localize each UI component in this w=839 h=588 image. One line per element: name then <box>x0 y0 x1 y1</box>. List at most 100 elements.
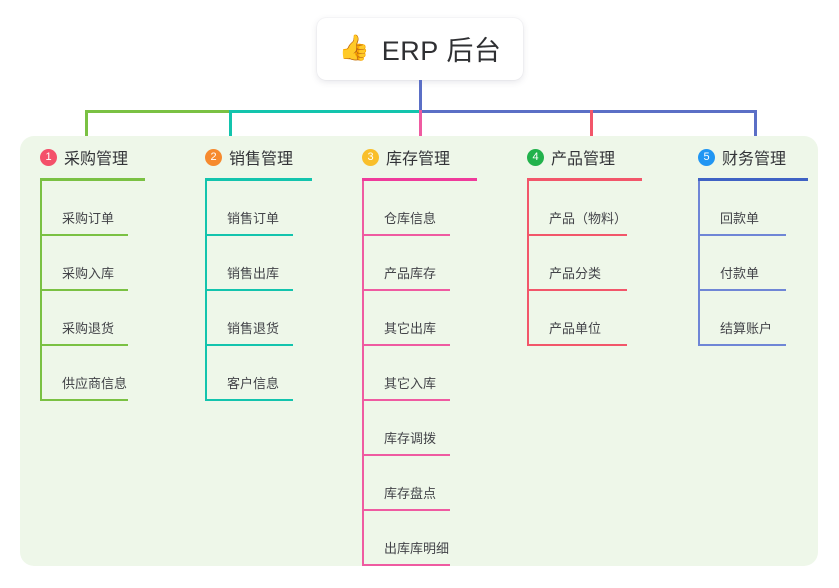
branch-item[interactable]: 产品库存 <box>362 236 477 291</box>
branch-header-1[interactable]: 1 采购管理 <box>40 145 145 169</box>
branch-item[interactable]: 采购退货 <box>40 291 145 346</box>
branch-item-rule <box>40 289 128 291</box>
branch-item-rule <box>698 344 786 346</box>
branch-number-badge: 1 <box>40 148 57 166</box>
branch-number-badge: 2 <box>205 148 222 166</box>
branch-item-rule <box>205 289 293 291</box>
branch-item[interactable]: 产品分类 <box>527 236 642 291</box>
branch-header-rule <box>698 178 808 181</box>
branch-item-rule <box>362 234 450 236</box>
branch-item[interactable]: 库存调拨 <box>362 401 477 456</box>
branch-item-label: 产品（物料） <box>549 211 628 226</box>
branch-item-label: 结算账户 <box>720 321 773 336</box>
branch-item-label: 库存盘点 <box>384 486 437 501</box>
branch-item[interactable]: 回款单 <box>698 181 808 236</box>
branch-item[interactable]: 仓库信息 <box>362 181 477 236</box>
branch-item[interactable]: 销售出库 <box>205 236 312 291</box>
branch-item-label: 客户信息 <box>227 376 280 391</box>
branch-item-label: 采购入库 <box>62 266 115 281</box>
branch-item-rule <box>205 399 293 401</box>
branch-item-rule <box>527 344 627 346</box>
branch-item[interactable]: 销售订单 <box>205 181 312 236</box>
branch-item-label: 产品库存 <box>384 266 437 281</box>
connector-root-stem <box>419 80 422 111</box>
branch-item[interactable]: 其它出库 <box>362 291 477 346</box>
branch-item-label: 产品单位 <box>549 321 602 336</box>
branch-item[interactable]: 供应商信息 <box>40 346 145 401</box>
branch-item-label: 销售订单 <box>227 211 280 226</box>
branch-item[interactable]: 库存盘点 <box>362 456 477 511</box>
branch-item-label: 采购订单 <box>62 211 115 226</box>
branch-spine <box>527 181 529 346</box>
branch-spine <box>698 181 700 346</box>
branch-item[interactable]: 采购入库 <box>40 236 145 291</box>
branch-title: 库存管理 <box>386 151 451 168</box>
branch-item-rule <box>362 509 450 511</box>
branch-item-label: 回款单 <box>720 211 760 226</box>
connector-bus-blue <box>419 110 757 113</box>
connector-drop-5 <box>754 110 757 140</box>
branch-item-label: 付款单 <box>720 266 760 281</box>
connector-drop-4 <box>590 110 593 140</box>
branch-item-list: 采购订单采购入库采购退货供应商信息 <box>40 181 145 401</box>
branch-item-rule <box>362 564 450 566</box>
branch-item-rule <box>698 289 786 291</box>
branch-item-list: 回款单付款单结算账户 <box>698 181 808 346</box>
branch-item-rule <box>527 234 627 236</box>
branch-item-label: 其它入库 <box>384 376 437 391</box>
branch-item[interactable]: 销售退货 <box>205 291 312 346</box>
branch-item-rule <box>40 399 128 401</box>
branch-spine <box>205 181 207 401</box>
branch-item[interactable]: 出库库明细 <box>362 511 477 566</box>
branch-item-rule <box>362 344 450 346</box>
branch-item-rule <box>205 234 293 236</box>
branch-number-badge: 4 <box>527 148 544 166</box>
branch-spine <box>40 181 42 401</box>
branch-title: 采购管理 <box>64 151 129 168</box>
root-node[interactable]: 👍 ERP 后台 <box>317 18 523 80</box>
branch-item[interactable]: 采购订单 <box>40 181 145 236</box>
branch-item-list: 仓库信息产品库存其它出库其它入库库存调拨库存盘点出库库明细 <box>362 181 477 566</box>
connector-drop-3 <box>419 110 422 140</box>
connector-drop-2 <box>229 110 232 140</box>
branch-item[interactable]: 产品单位 <box>527 291 642 346</box>
branch-item-label: 销售退货 <box>227 321 280 336</box>
branch-item-label: 其它出库 <box>384 321 437 336</box>
connector-drop-1 <box>85 110 88 140</box>
branch-item-label: 库存调拨 <box>384 431 437 446</box>
branch-item-label: 销售出库 <box>227 266 280 281</box>
branch-item-label: 产品分类 <box>549 266 602 281</box>
branch-number-badge: 5 <box>698 148 715 166</box>
branch-item-label: 仓库信息 <box>384 211 437 226</box>
branch-column-1: 1 采购管理采购订单采购入库采购退货供应商信息 <box>40 145 145 401</box>
branch-item[interactable]: 产品（物料） <box>527 181 642 236</box>
root-node-content: 👍 ERP 后台 <box>339 29 502 68</box>
branch-item-rule <box>40 234 128 236</box>
branch-item-rule <box>205 344 293 346</box>
branch-item-label: 供应商信息 <box>62 376 128 391</box>
branch-item[interactable]: 客户信息 <box>205 346 312 401</box>
branch-header-rule <box>527 178 642 181</box>
branch-item-list: 销售订单销售出库销售退货客户信息 <box>205 181 312 401</box>
diagram-panel <box>20 136 818 566</box>
branch-spine <box>362 181 364 566</box>
branch-header-rule <box>40 178 145 181</box>
branch-item-label: 出库库明细 <box>384 541 450 556</box>
branch-item[interactable]: 付款单 <box>698 236 808 291</box>
thumbs-up-icon: 👍 <box>338 33 370 62</box>
connector-bus-teal <box>229 110 420 113</box>
root-title: ERP 后台 <box>381 35 502 66</box>
branch-item[interactable]: 结算账户 <box>698 291 808 346</box>
branch-item[interactable]: 其它入库 <box>362 346 477 401</box>
branch-header-rule <box>205 178 312 181</box>
branch-item-rule <box>362 454 450 456</box>
